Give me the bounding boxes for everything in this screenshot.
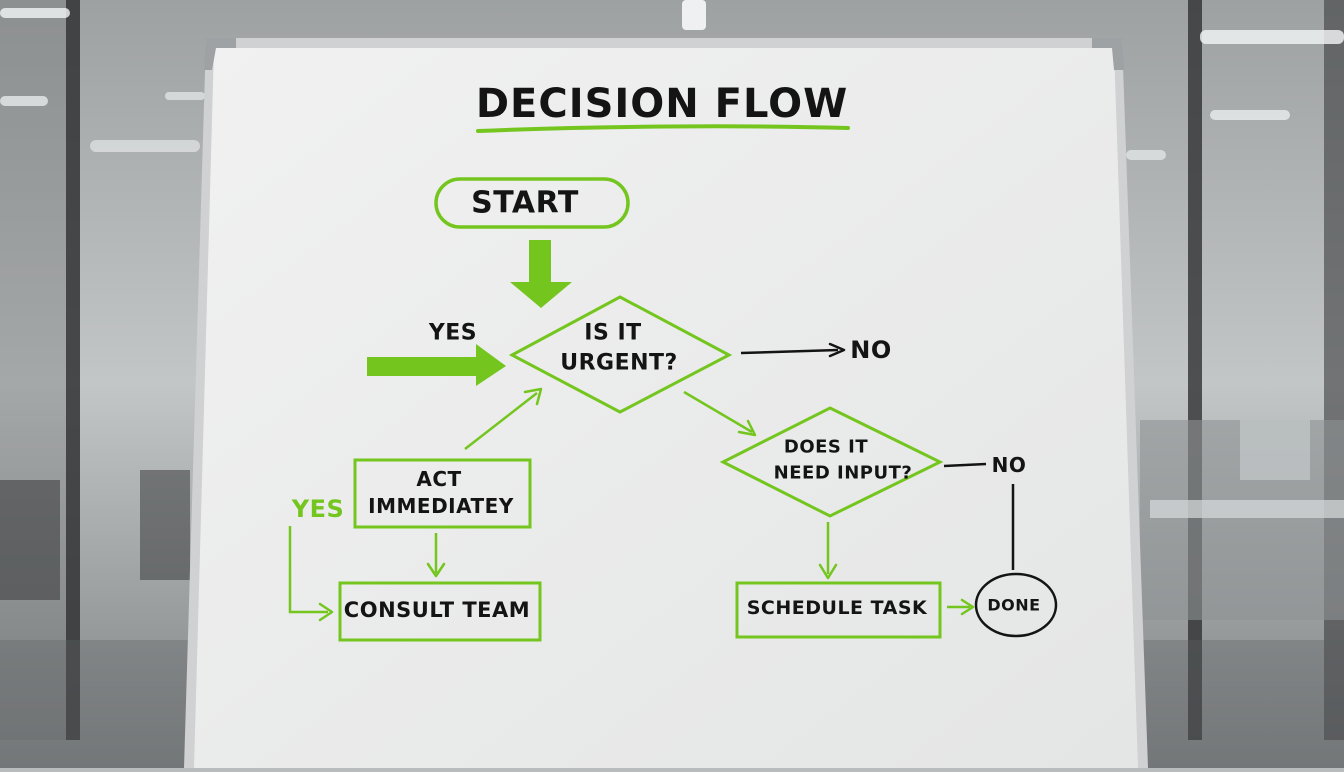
no-label-top: NO: [850, 336, 892, 364]
yes-arrow-into-urgent: [367, 344, 506, 386]
urgent-label-line2: URGENT?: [560, 350, 678, 376]
done-node: [974, 572, 1058, 638]
no-label-right: NO: [991, 453, 1027, 477]
start-node: [434, 177, 630, 229]
consult-team-box: [338, 581, 542, 642]
needs-input-diamond: [719, 406, 944, 518]
whiteboard: [194, 48, 1138, 768]
urgent-diamond: [508, 295, 733, 414]
yes-label-left: YES: [291, 495, 345, 523]
act-label-line1: ACT: [416, 467, 462, 491]
yes-label-top: YES: [428, 320, 478, 346]
consult-label: CONSULT TEAM: [343, 598, 531, 622]
urgent-label-line1: IS IT: [584, 320, 642, 346]
act-immediately-box: [353, 458, 532, 529]
board-title: DECISION FLOW: [475, 81, 849, 127]
schedule-label: SCHEDULE TASK: [746, 597, 928, 619]
act-label-line2: IMMEDIATEY: [368, 494, 514, 518]
no-arrow-head: [828, 342, 846, 358]
done-label: DONE: [987, 595, 1041, 615]
input-label-line2: NEED INPUT?: [773, 462, 913, 484]
input-label-line1: DOES IT: [783, 436, 869, 458]
title-underline: [476, 124, 850, 133]
no-arrow-line: [740, 348, 839, 355]
start-label: START: [471, 185, 579, 221]
schedule-task-box: [735, 581, 942, 639]
down-arrow-start: [510, 240, 572, 308]
